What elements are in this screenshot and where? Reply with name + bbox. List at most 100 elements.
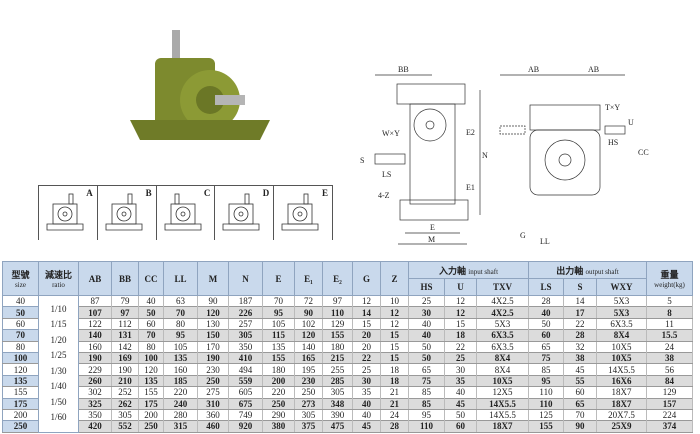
table-cell: 5X3 bbox=[596, 295, 648, 307]
table-cell: 229 bbox=[78, 363, 112, 376]
table-cell: 95 bbox=[528, 374, 565, 388]
mounting-diagram-icon bbox=[46, 193, 84, 231]
table-cell: 30 bbox=[444, 363, 477, 376]
label-ls: LS bbox=[382, 170, 391, 179]
table-cell: 60 bbox=[528, 329, 565, 342]
table-cell: 129 bbox=[322, 318, 353, 330]
header-dim: N bbox=[228, 261, 263, 296]
header-input-shaft: 入力軸 input shaft bbox=[407, 261, 530, 279]
table-cell: 8X4 bbox=[596, 329, 648, 342]
table-cell: 325 bbox=[78, 397, 112, 410]
table-cell: 230 bbox=[294, 374, 323, 388]
table-cell: 18 bbox=[444, 329, 477, 342]
mounting-label: B bbox=[145, 188, 152, 198]
ratio-value: 1/15 bbox=[50, 319, 67, 330]
ratio-value: 1/10 bbox=[50, 303, 67, 314]
table-cell: 75 bbox=[528, 351, 565, 365]
table-cell: 50 bbox=[138, 306, 164, 319]
table-cell: 35 bbox=[444, 374, 477, 388]
table-cell: 15 bbox=[380, 329, 409, 342]
header-input-col: U bbox=[444, 278, 477, 296]
ratio-value: 1/60 bbox=[50, 412, 67, 423]
table-cell: 552 bbox=[111, 420, 139, 433]
table-cell: 70 bbox=[138, 329, 164, 342]
mounting-position-a: A bbox=[39, 185, 98, 240]
table-cell: 40 bbox=[352, 409, 381, 421]
table-cell: 8 bbox=[646, 306, 694, 319]
mounting-diagram-icon bbox=[281, 193, 319, 231]
table-cell: 85 bbox=[528, 363, 565, 376]
table-cell: 135 bbox=[138, 374, 164, 388]
table-cell: 10X5 bbox=[475, 374, 530, 388]
header-output-col: LS bbox=[528, 278, 565, 296]
mounting-label: A bbox=[86, 188, 93, 198]
table-cell: 390 bbox=[322, 409, 353, 421]
table-cell: 262 bbox=[111, 397, 139, 410]
table-cell: 140 bbox=[78, 329, 112, 342]
table-cell: 15 bbox=[444, 318, 477, 330]
size-cell: 70 bbox=[2, 329, 39, 342]
table-cell: 18 bbox=[380, 374, 409, 388]
table-cell: 131 bbox=[111, 329, 139, 342]
table-cell: 410 bbox=[228, 351, 263, 365]
header-dim: E bbox=[262, 261, 295, 296]
table-cell: 80 bbox=[163, 318, 198, 330]
table-cell: 63 bbox=[163, 295, 198, 307]
label-u: U bbox=[628, 118, 634, 127]
mounting-position-c: C bbox=[156, 185, 216, 240]
table-cell: 226 bbox=[228, 306, 263, 319]
size-cell: 80 bbox=[2, 340, 39, 353]
table-cell: 22 bbox=[352, 351, 381, 365]
table-cell: 275 bbox=[197, 386, 229, 399]
table-cell: 6X3.5 bbox=[596, 318, 648, 330]
table-cell: 250 bbox=[138, 420, 164, 433]
table-cell: 250 bbox=[294, 386, 323, 399]
table-cell: 90 bbox=[563, 420, 598, 433]
table-cell: 130 bbox=[197, 318, 229, 330]
table-cell: 70 bbox=[563, 409, 598, 421]
table-cell: 28 bbox=[528, 295, 565, 307]
table-cell: 65 bbox=[528, 341, 565, 353]
header-dim: AB bbox=[78, 261, 112, 296]
table-cell: 11 bbox=[646, 318, 694, 330]
table-cell: 250 bbox=[262, 397, 295, 410]
table-cell: 315 bbox=[163, 420, 198, 433]
table-cell: 15.5 bbox=[646, 329, 694, 342]
table-cell: 257 bbox=[228, 318, 263, 330]
table-cell: 70 bbox=[163, 306, 198, 319]
table-cell: 21 bbox=[380, 386, 409, 399]
table-cell: 302 bbox=[78, 386, 112, 399]
table-cell: 210 bbox=[111, 374, 139, 388]
table-cell: 14 bbox=[352, 306, 381, 319]
label-wy: W×Y bbox=[382, 129, 400, 138]
table-cell: 18X7 bbox=[596, 397, 648, 410]
table-cell: 252 bbox=[111, 386, 139, 399]
table-cell: 230 bbox=[197, 363, 229, 376]
table-cell: 115 bbox=[262, 329, 295, 342]
table-cell: 50 bbox=[408, 351, 445, 365]
table-cell: 350 bbox=[228, 341, 263, 353]
table-cell: 350 bbox=[78, 409, 112, 421]
table-cell: 220 bbox=[262, 386, 295, 399]
label-hs: HS bbox=[608, 138, 618, 147]
table-cell: 97 bbox=[111, 306, 139, 319]
table-cell: 25 bbox=[408, 295, 445, 307]
table-cell: 95 bbox=[163, 329, 198, 342]
label-ty: T×Y bbox=[605, 103, 620, 112]
table-cell: 129 bbox=[646, 386, 694, 399]
header-dim: BB bbox=[111, 261, 139, 296]
table-cell: 150 bbox=[197, 329, 229, 342]
table-cell: 110 bbox=[528, 386, 565, 399]
table-cell: 4X2.5 bbox=[475, 295, 530, 307]
table-cell: 97 bbox=[322, 295, 353, 307]
mounting-position-d: D bbox=[215, 185, 275, 240]
table-cell: 60 bbox=[444, 420, 477, 433]
header-dim: E₁ bbox=[294, 261, 323, 296]
table-cell: 38 bbox=[646, 351, 694, 365]
size-cell: 50 bbox=[2, 306, 39, 319]
